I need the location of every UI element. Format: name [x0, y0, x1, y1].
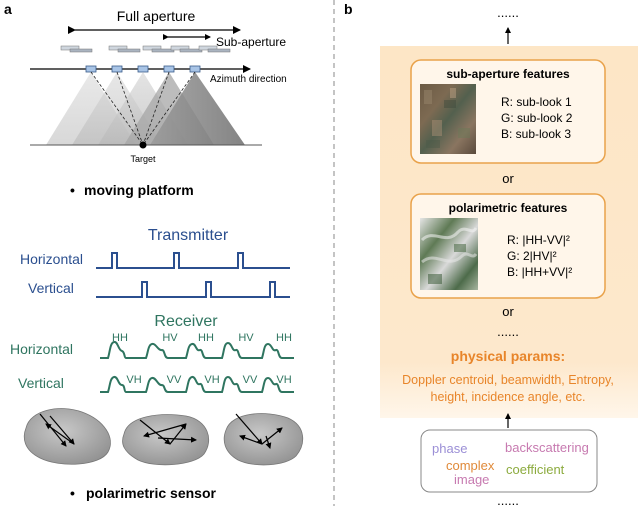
sub-aperture-features-title: sub-aperture features: [446, 67, 570, 81]
bullet-2: •: [70, 485, 75, 501]
word-phase: phase: [432, 441, 467, 456]
polarimetric-sensor-label: polarimetric sensor: [86, 485, 216, 501]
target-label: Target: [130, 154, 156, 164]
rx-vertical-label: Vertical: [18, 375, 64, 391]
or-label-1: or: [502, 171, 514, 186]
rx-h-label: HH: [198, 332, 214, 344]
rx-vertical-signal: [100, 375, 294, 393]
rx-v-label: VH: [204, 374, 219, 386]
beam-triangles: [46, 72, 245, 145]
sub-aperture-label: Sub-aperture: [216, 35, 286, 49]
rx-v-label: VV: [167, 374, 182, 386]
physical-params-line: height, incidence angle, etc.: [431, 390, 586, 404]
polarimetric-image-texture: [420, 227, 478, 284]
rx-h-label: HV: [238, 332, 254, 344]
rx-horizontal-labels: HH HV HH HV HH: [112, 332, 292, 344]
dots-bottom: ......: [497, 493, 519, 506]
satellites: [60, 45, 231, 53]
raw-data-box: [420, 429, 598, 493]
azimuth-label: Azimuth direction: [210, 74, 287, 85]
bullet-1: •: [70, 182, 75, 198]
polarimetric-features-title: polarimetric features: [449, 201, 568, 215]
full-aperture-label: Full aperture: [117, 8, 196, 24]
word-complex: complex: [446, 458, 495, 473]
sub-aperture-image: [420, 84, 476, 154]
rx-horizontal-signal: [100, 340, 294, 359]
transmitter-title: Transmitter: [148, 227, 229, 244]
sub-aperture-image-texture: [424, 88, 470, 148]
sub-aperture-line: G: sub-look 2: [501, 111, 573, 125]
rx-h-label: HH: [276, 332, 292, 344]
moving-platform-label: moving platform: [84, 182, 194, 198]
dots-mid: ......: [497, 324, 519, 339]
rx-h-label: HH: [112, 332, 128, 344]
receiver-title: Receiver: [154, 313, 218, 330]
rx-horizontal-label: Horizontal: [10, 341, 73, 357]
polarimetric-line: R: |HH-VV|²: [507, 233, 570, 247]
panel-a-label: a: [4, 1, 12, 17]
polarimetric-line: G: 2|HV|²: [507, 249, 557, 263]
or-label-2: or: [502, 304, 514, 319]
antennas: [85, 65, 201, 73]
target-dot: [139, 141, 147, 149]
tx-horizontal-label: Horizontal: [20, 251, 83, 267]
sub-aperture-line: R: sub-look 1: [501, 95, 572, 109]
rx-v-label: VH: [126, 374, 141, 386]
target-rays: [90, 71, 196, 146]
tx-vertical-label: Vertical: [28, 280, 74, 296]
tx-vertical-signal: [96, 281, 290, 298]
panel-b-label: b: [344, 1, 353, 17]
scattering-blobs: [23, 408, 304, 466]
rx-v-label: VV: [243, 374, 258, 386]
polarimetric-line: B: |HH+VV|²: [507, 265, 572, 279]
rx-v-label: VH: [276, 374, 291, 386]
rx-h-label: HV: [162, 332, 178, 344]
tx-horizontal-signal: [96, 252, 290, 269]
sub-aperture-line: B: sub-look 3: [501, 127, 571, 141]
dots-top: ......: [497, 5, 519, 20]
physical-params-line: Doppler centroid, beamwidth, Entropy,: [402, 373, 614, 387]
word-coefficient: coefficient: [506, 462, 565, 477]
rx-vertical-labels: VH VV VH VV VH: [126, 374, 291, 386]
scattering-arrows: [39, 413, 283, 449]
physical-params-title: physical params:: [451, 348, 565, 364]
word-backscattering: backscattering: [505, 440, 589, 455]
word-image: image: [454, 472, 489, 487]
